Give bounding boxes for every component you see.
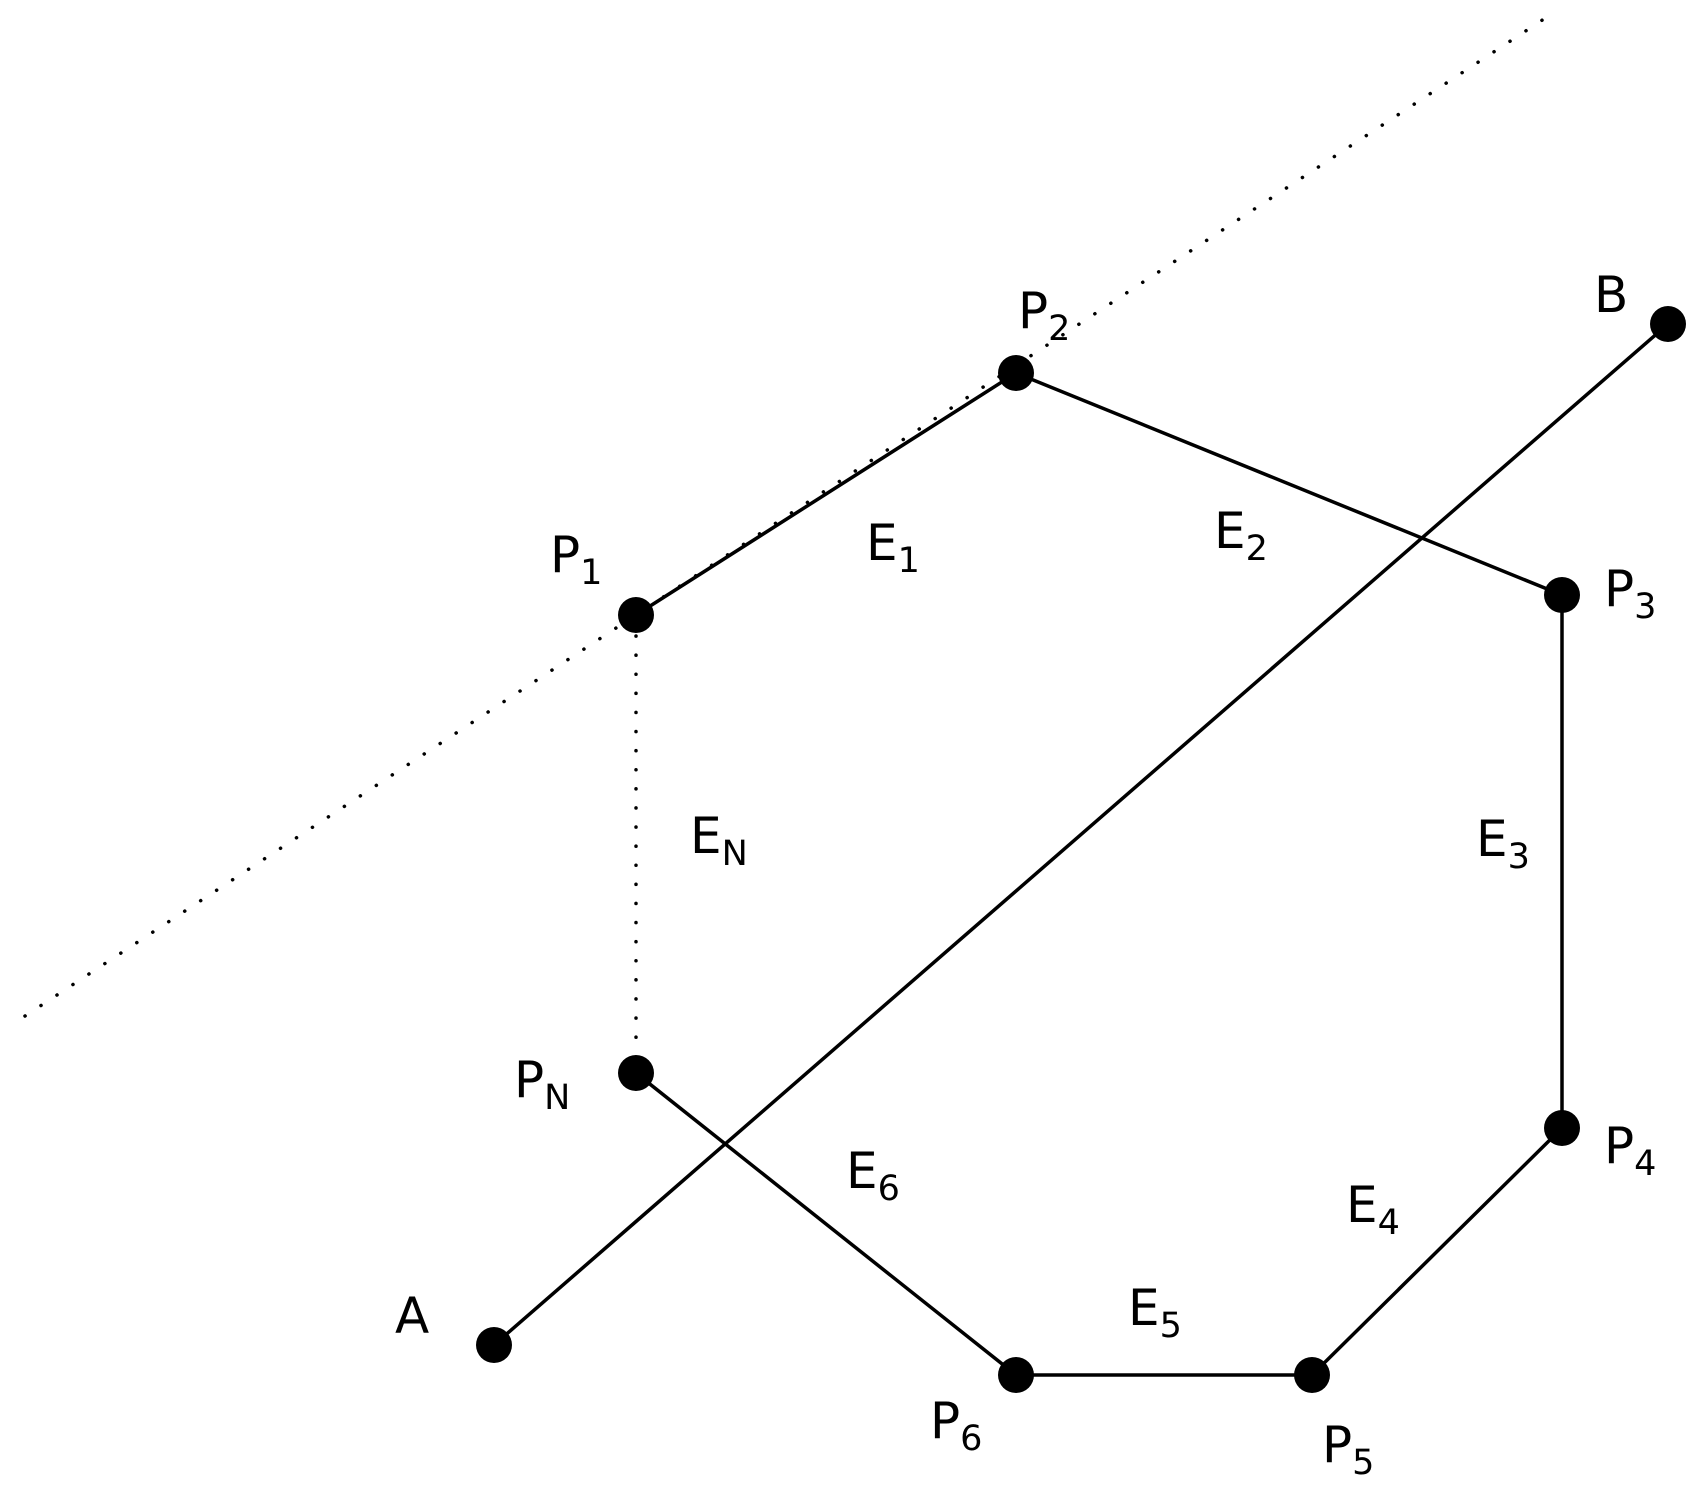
vertex-p2 <box>998 355 1034 391</box>
vertex-p4 <box>1544 1110 1580 1146</box>
label-e4: E4 <box>1346 1176 1400 1243</box>
label-e3: E3 <box>1476 810 1530 877</box>
label-a: A <box>395 1287 429 1345</box>
edge-e6 <box>634 1071 1018 1377</box>
vertex-b <box>1650 306 1686 342</box>
dotted-line-p1-p2-extension <box>23 13 1552 1018</box>
edge-e4 <box>1310 1126 1564 1377</box>
label-p3: P3 <box>1604 560 1656 627</box>
vertex-a <box>476 1327 512 1363</box>
label-p6: P6 <box>930 1392 982 1459</box>
label-e2: E2 <box>1214 502 1268 569</box>
label-p2: P2 <box>1018 282 1070 349</box>
vertex-p3 <box>1544 577 1580 613</box>
label-e6: E6 <box>846 1142 900 1209</box>
vertex-p1 <box>618 597 654 633</box>
label-b: B <box>1594 266 1628 324</box>
label-p4: P4 <box>1604 1117 1656 1184</box>
vertex-p6 <box>998 1357 1034 1393</box>
label-p1: P1 <box>550 526 602 593</box>
label-e5: E5 <box>1128 1279 1182 1346</box>
label-p5: P5 <box>1322 1416 1374 1483</box>
label-pn: PN <box>514 1051 570 1118</box>
label-e1: E1 <box>866 514 920 581</box>
vertex-p5 <box>1294 1357 1330 1393</box>
edge-e1 <box>634 371 1018 617</box>
vertex-pn <box>618 1055 654 1091</box>
label-en: EN <box>690 807 748 874</box>
edge-e2 <box>1014 371 1564 597</box>
segment-ab <box>492 322 1670 1347</box>
